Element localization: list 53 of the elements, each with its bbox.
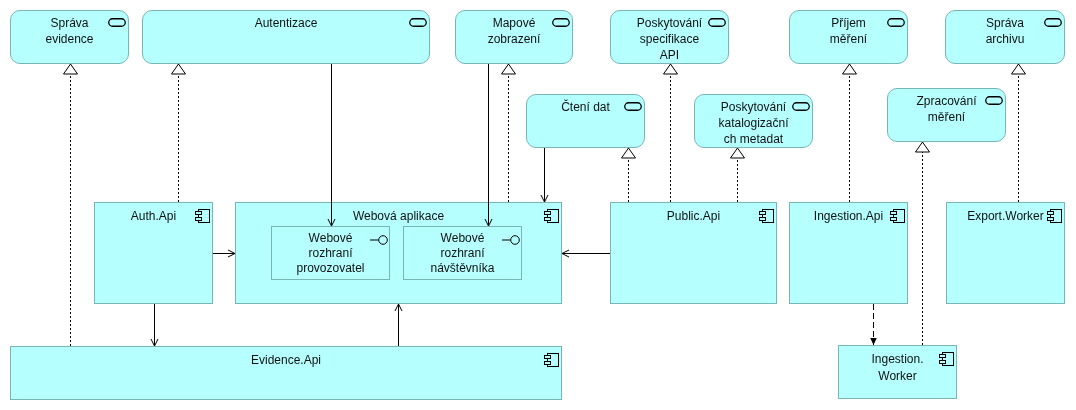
component-label: Export.Worker — [967, 209, 1044, 223]
service-label: Správa archivu — [985, 16, 1025, 46]
component-box — [838, 345, 957, 399]
dotted-arrow — [1011, 63, 1026, 203]
service-box — [455, 10, 573, 64]
component-box — [94, 202, 213, 304]
service-box — [887, 88, 1006, 142]
component-label: Ingestion.Api — [813, 209, 884, 223]
service-box — [610, 10, 729, 64]
dashed-arrow — [870, 303, 877, 346]
service-label: Správa evidence — [45, 16, 94, 46]
service-box — [789, 10, 908, 64]
dotted-arrow — [915, 141, 930, 346]
service-label: Příjem měření — [829, 16, 868, 46]
arrow — [540, 147, 549, 203]
dotted-arrow — [501, 63, 516, 203]
component-box — [789, 202, 908, 304]
arrow — [561, 249, 611, 258]
service-label: Mapové zobrazení — [487, 16, 541, 46]
arrow — [394, 303, 403, 347]
dotted-arrow — [842, 63, 857, 203]
component-label: Ingestion. Worker — [871, 352, 924, 383]
service-label: Poskytování katalogizační ch metadat — [718, 100, 789, 146]
service-label: Autentizace — [254, 16, 318, 30]
arrow — [484, 63, 493, 227]
service-box — [694, 94, 813, 148]
interface-box — [403, 226, 522, 280]
dotted-arrow — [621, 147, 636, 203]
dotted-arrow — [663, 63, 678, 203]
component-box — [610, 202, 777, 304]
arrow — [150, 303, 159, 347]
component-label: Webová aplikace — [352, 209, 445, 223]
service-label: Čtení dat — [561, 100, 610, 114]
component-label: Evidence.Api — [250, 353, 321, 367]
service-label: Poskytování specifikace API — [636, 16, 703, 62]
interface-box — [271, 226, 390, 280]
service-box — [945, 10, 1065, 64]
dotted-arrow — [171, 63, 186, 203]
interface-label: Webové rozhraní návštěvníka — [430, 231, 495, 275]
component-box — [10, 346, 562, 400]
component-box — [946, 202, 1065, 304]
service-box — [142, 10, 430, 64]
dotted-arrow — [730, 147, 745, 203]
component-label: Public.Api — [666, 209, 721, 223]
service-label: Zpracování měření — [916, 94, 977, 124]
arrow — [327, 63, 336, 227]
service-box — [526, 94, 645, 148]
interface-label: Webové rozhraní provozovatel — [296, 231, 365, 275]
component-label: Auth.Api — [130, 209, 177, 223]
service-box — [10, 10, 129, 64]
dotted-arrow — [63, 63, 78, 347]
component-box — [235, 202, 562, 304]
arrow — [212, 249, 236, 258]
